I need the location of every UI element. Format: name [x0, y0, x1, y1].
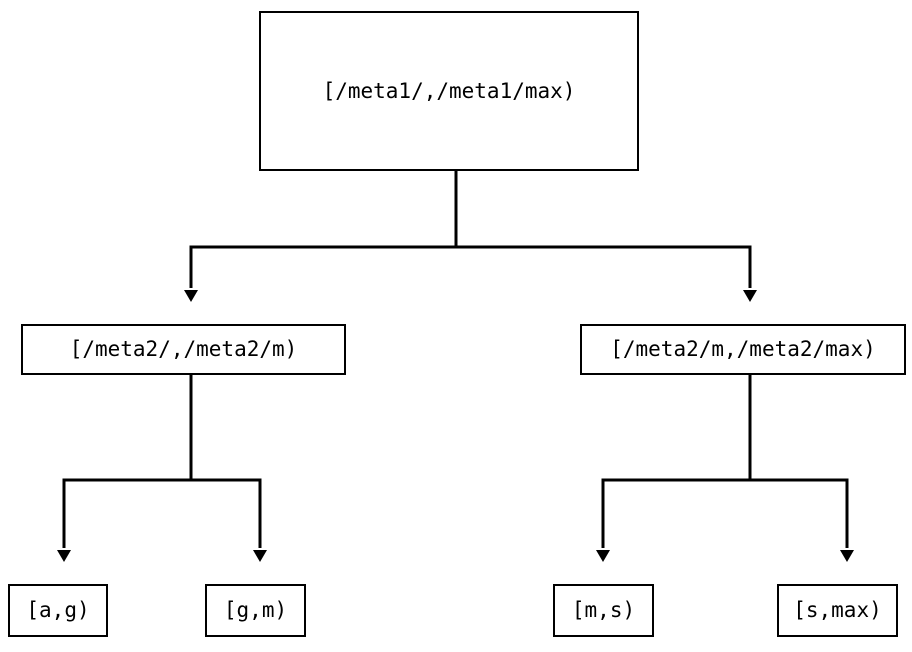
node-leaf-1[interactable]: [a,g): [8, 584, 108, 637]
node-root[interactable]: [/meta1/,/meta1/max): [259, 11, 639, 171]
edge-root-to-mid-left: [184, 171, 458, 302]
edge-mid-left-to-leaf-2: [189, 375, 267, 562]
arrowhead-icon: [840, 550, 854, 562]
arrowhead-icon: [184, 290, 198, 302]
node-mid-right[interactable]: [/meta2/m,/meta2/max): [580, 324, 906, 375]
edge-mid-right-to-leaf-4: [748, 375, 854, 562]
arrowhead-icon: [253, 550, 267, 562]
node-leaf-3[interactable]: [m,s): [553, 584, 654, 637]
arrowhead-icon: [743, 290, 757, 302]
node-root-label: [/meta1/,/meta1/max): [322, 78, 576, 103]
arrowhead-icon: [596, 550, 610, 562]
node-leaf-4-label: [s,max): [793, 598, 882, 622]
edge-mid-left-to-leaf-1: [57, 375, 193, 562]
node-mid-left[interactable]: [/meta2/,/meta2/m): [21, 324, 346, 375]
edge-mid-right-to-leaf-3: [596, 375, 752, 562]
node-leaf-1-label: [a,g): [26, 598, 90, 622]
node-mid-left-label: [/meta2/,/meta2/m): [69, 337, 298, 361]
node-mid-right-label: [/meta2/m,/meta2/max): [610, 337, 876, 361]
node-leaf-2[interactable]: [g,m): [205, 584, 306, 637]
edge-root-to-mid-right: [454, 171, 757, 302]
node-leaf-2-label: [g,m): [223, 598, 288, 622]
arrowhead-icon: [57, 550, 71, 562]
node-leaf-4[interactable]: [s,max): [777, 584, 898, 637]
node-leaf-3-label: [m,s): [571, 598, 636, 622]
